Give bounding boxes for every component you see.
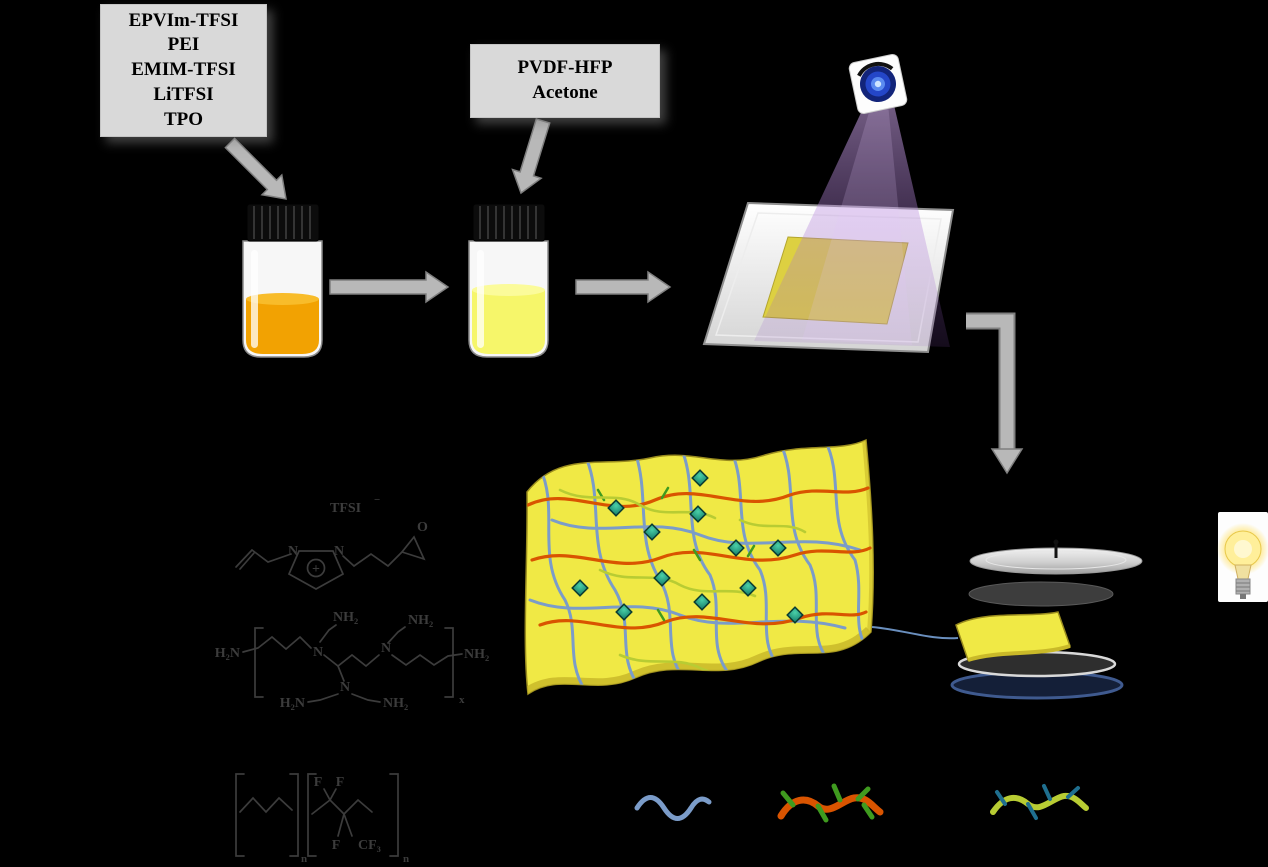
vial1-liquid [246,295,319,354]
arrow-vial1-to-vial2 [329,270,450,304]
arrow-box2-to-vial2 [511,118,551,195]
reagent-box-polymer: PVDF-HFP Acetone [470,44,660,118]
aromatic-circle [306,558,326,578]
pvdf-bracket-right1 [289,773,299,857]
pvdf-f-bottom: F [332,838,341,853]
pvdf-sub-right: n [403,853,409,865]
pvdf-bracket-left2 [307,773,317,857]
pvdf-cf3: CF₃ [358,838,381,853]
tfsi-label: TFSI [330,501,361,516]
membrane-bottom-fold [525,626,874,694]
vial2-cap [472,203,546,242]
vial1-liquid-surface [246,293,319,305]
ring-n-right: N [334,544,344,559]
cell-spacer-disc [968,581,1114,607]
pei-bracket-left [254,627,264,698]
bulb-filament-glow [1234,540,1252,558]
uv-beam [754,102,950,347]
reagent-line: Acetone [532,82,598,103]
light-bulb-icon [1217,512,1268,602]
legend-yellow-green-grafted-chain-icon [990,784,1089,820]
epoxide-ring [400,535,426,561]
vial2-shine [477,250,484,348]
arrow-plate-to-membrane [966,312,1024,475]
vial-solution [468,203,549,358]
uv-beam-core [802,102,912,345]
imidazolium-ring [287,550,345,590]
legend-blue-linear-chain-icon [634,795,712,821]
pei-n1: N [313,645,323,660]
pei-h2n-left: H₂N [215,646,240,661]
legend-orange-branched-chain-icon [777,783,884,823]
epoxide-o: O [417,520,428,535]
pvdf-f-top1: F [314,775,323,790]
arrow-vial2-to-plate [575,270,672,304]
reagent-line: EPVIm-TFSI [128,9,239,31]
vial-precursor [242,203,323,358]
cell-pin [1054,542,1058,558]
crosslink-diamonds [571,469,804,624]
pei-subscript: x [459,694,465,706]
membrane-orange-chains [526,486,872,630]
cell-pin-head [1053,539,1059,545]
structure-epvim-tfsi: TFSI − + N N O [235,494,428,590]
ring-n-left: N [288,544,298,559]
uv-lamp-glow [874,80,882,88]
pei-h2n-bottom: H₂N [280,696,305,711]
uv-lamp-icon [848,53,908,115]
cell-membrane-piece [955,611,1071,662]
uv-lamp-housing [857,61,894,77]
bulb-contact [1240,594,1246,599]
structure-pei: H₂N N NH₂ N NH₂ NH₂ N H₂N NH₂ x [215,610,489,711]
pvdf-sub-left: n [301,853,307,865]
bulb-neck [1234,564,1252,580]
vial1-shine [251,250,258,348]
cell-stack [950,539,1143,700]
reagent-line: EMIM-TFSI [131,59,236,81]
cell-top-disc [969,539,1143,575]
pei-nh2-top2: NH₂ [408,613,433,628]
structure-pvdf-hfp: n F F F CF₃ n [235,773,409,865]
pvdf-f-top2: F [336,775,345,790]
pei-n2: N [381,641,391,656]
arrow-box1-to-vial1 [224,137,287,200]
vial2-liquid [472,286,545,354]
membrane-to-cell-connector [871,626,959,640]
pei-nh2-top1: NH₂ [333,610,358,625]
reagent-line: TPO [163,108,204,130]
pei-nh2-right: NH₂ [464,647,489,662]
pei-nh2-bottom: NH₂ [383,696,408,711]
reagent-line: LiTFSI [153,83,214,105]
reagent-line: PVDF-HFP [517,57,613,79]
reagent-box-precursor: EPVIm-TFSI PEI EMIM-TFSI LiTFSI TPO [100,4,267,137]
vial2-liquid-surface [472,284,545,296]
vial1-cap-ridges [253,206,311,239]
tfsi-charge: − [374,494,380,506]
pvdf-bracket-right2 [389,773,399,857]
ring-charge: + [312,562,320,577]
pei-bracket-right [444,627,454,698]
legend [634,783,1089,823]
membrane [524,438,874,696]
membrane-right-shade [862,440,874,633]
vial1-cap [246,203,320,242]
vial2-cap-ridges [479,206,537,239]
reagent-line: PEI [167,34,200,56]
pei-n-bottom: N [340,680,350,695]
pvdf-bracket-left1 [235,773,245,857]
